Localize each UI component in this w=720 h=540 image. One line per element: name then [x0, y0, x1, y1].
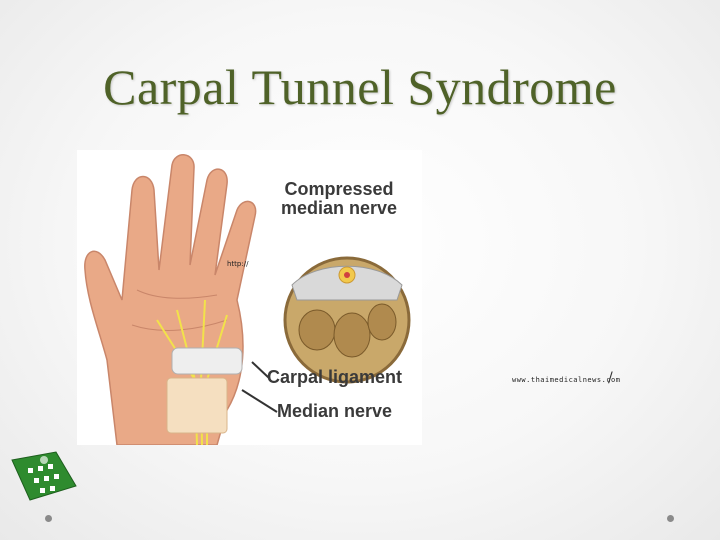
- ligament-pointer: [251, 361, 270, 379]
- median-nerve-label: Median nerve: [277, 401, 393, 421]
- hand-wrist-illustration: [84, 154, 411, 445]
- green-building-logo-icon: [11, 451, 77, 501]
- source-credit-slash: /: [608, 370, 613, 386]
- slide-title: Carpal Tunnel Syndrome: [103, 59, 617, 115]
- compressed-nerve-label: Compressed median nerve: [280, 179, 398, 218]
- bullet-dot-left: [45, 515, 52, 522]
- carpal-ligament-label: Carpal ligament: [267, 367, 403, 387]
- wrist-bones: [166, 377, 228, 434]
- cross-section: [283, 256, 411, 384]
- carpal-ligament-band: [171, 347, 243, 375]
- illustration-url: http://: [227, 260, 249, 268]
- source-credit: www.thaimedicalnews.com: [512, 376, 621, 384]
- bullet-dot-right: [667, 515, 674, 522]
- carpal-tunnel-illustration: Compressed median nerve http:// Carpal l…: [77, 150, 422, 445]
- nerve-pointer: [241, 389, 278, 413]
